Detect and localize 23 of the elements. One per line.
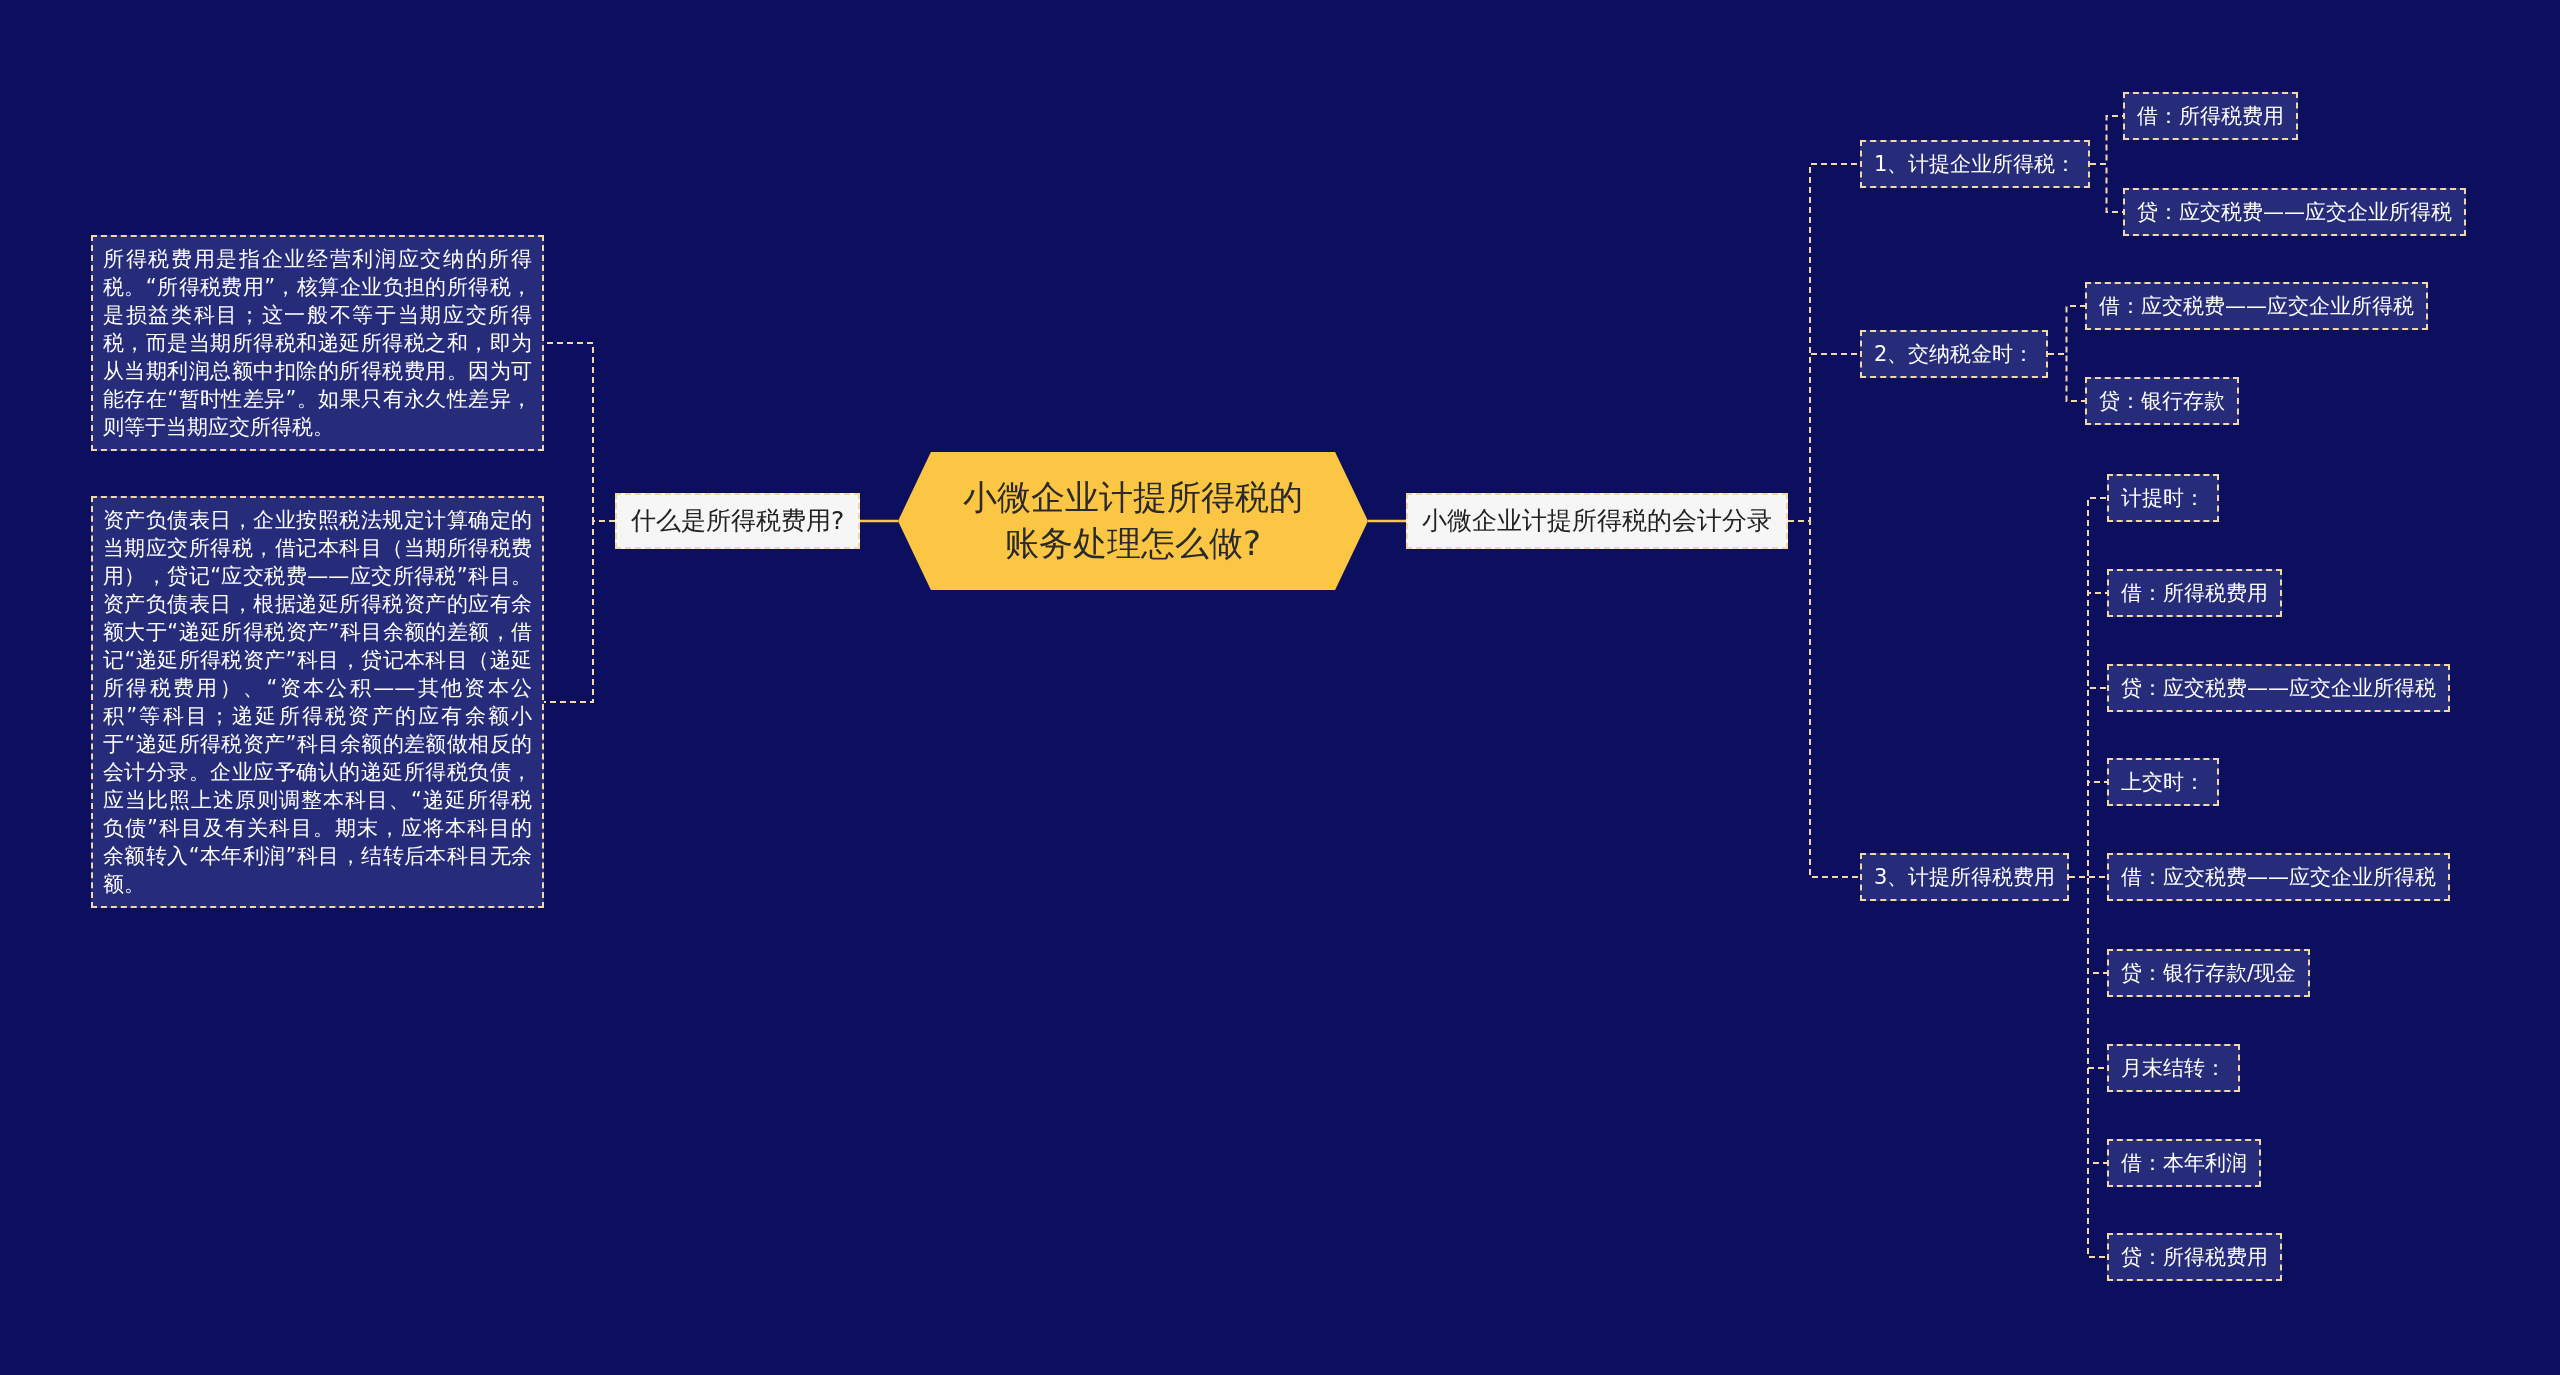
entry-box: 计提时： [2107,474,2219,522]
entry-box: 上交时： [2107,758,2219,806]
topic-box: 什么是所得税费用? [615,493,861,549]
entry-box: 1、计提企业所得税： [1860,140,2091,188]
entry-box: 贷：银行存款/现金 [2107,949,2311,997]
entry-box: 借：本年利润 [2107,1139,2261,1187]
entry-box: 借：所得税费用 [2107,569,2282,617]
topic-box: 小微企业计提所得税的会计分录 [1406,493,1788,549]
entry-box: 3、计提所得税费用 [1860,853,2070,901]
text-card: 所得税费用是指企业经营利润应交纳的所得税。“所得税费用”，核算企业负担的所得税，是损益类科目；这一般不等于当期应交所得税，而是当期所得税和递延所得税之和，即为从当期利润总额中扣除的所得税费用。因为可能存在“暂时性差异”。如果只有永久性差异，则等于当期应交所得税。 [91,235,544,451]
connector-line [2047,353,2086,402]
entry-box: 贷：应交税费——应交企业所得税 [2107,664,2450,712]
entry-box: 2、交纳税金时： [1860,330,2049,378]
entry-box: 贷：银行存款 [2085,377,2239,425]
entry-box: 月末结转： [2107,1044,2240,1092]
entry-box: 借：所得税费用 [2123,92,2298,140]
entry-box: 借：应交税费——应交企业所得税 [2085,282,2428,330]
text-card: 资产负债表日，企业按照税法规定计算确定的当期应交所得税，借记本科目（当期所得税费用），贷记“应交税费——应交所得税”科目。资产负债表日，根据递延所得税资产的应有余额大于“递延所得税资产”科目余额的差额，借记“递延所得税资产”科目，贷记本科目（递延所得税费用）、“资本公积——其他资本公积”等科目；递延所得税资产的应有余额小于“递延所得税资产”科目余额的差额做相反的会计分录。企业应予确认的递延所得税负债，应当比照上述原则调整本科目、“递延所得税负债”科目及有关科目。期末，应将本科目的余额转入“本年利润”科目，结转后本科目无余额。 [91,496,544,908]
entry-box: 贷：应交税费——应交企业所得税 [2123,188,2466,236]
entry-box: 贷：所得税费用 [2107,1233,2282,1281]
entry-box: 借：应交税费——应交企业所得税 [2107,853,2450,901]
connector-line [1368,519,1406,523]
connector-line [860,519,898,523]
